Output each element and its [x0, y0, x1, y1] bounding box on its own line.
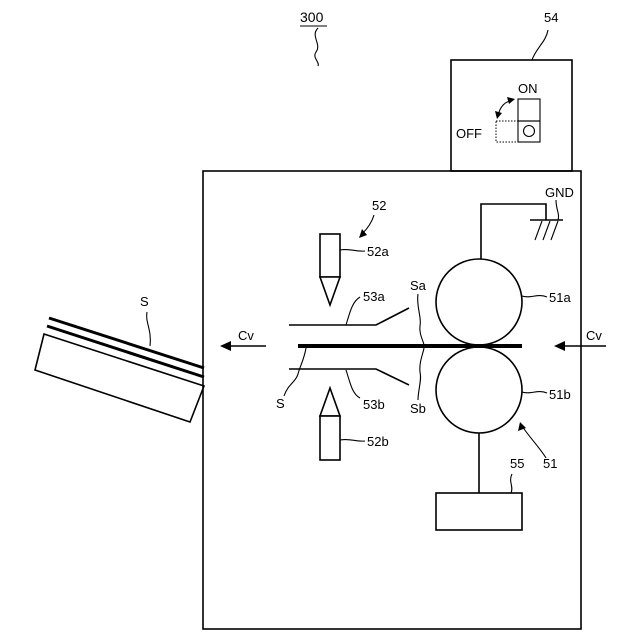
- power-box-label: 55: [510, 456, 524, 471]
- conveyance-left-label: Cv: [238, 328, 254, 343]
- upper-needle-label: 52a: [367, 244, 389, 259]
- sheet-tray-label: S: [140, 294, 149, 309]
- switch-box: [451, 60, 572, 171]
- needle-group-leader: [362, 215, 374, 234]
- lower-guide-label: 53b: [363, 397, 385, 412]
- figure-ref-leader: [315, 28, 318, 66]
- output-tray: [35, 334, 204, 422]
- switch-off-label: OFF: [456, 126, 482, 141]
- surface-b-leader: [418, 348, 424, 400]
- ground-hatch-1: [535, 221, 542, 240]
- roller-group-leader: [522, 426, 546, 458]
- power-box-leader: [511, 474, 512, 493]
- switch-arrow-head-top: [507, 97, 515, 104]
- sheet-inner-leader: [284, 348, 306, 396]
- lower-needle-tip: [320, 388, 340, 416]
- upper-guide-label: 53a: [363, 289, 385, 304]
- lower-needle-body: [320, 416, 340, 460]
- upper-roller-leader: [522, 296, 547, 297]
- lower-guide: [289, 369, 409, 385]
- ground-hatch-2: [543, 221, 550, 240]
- ground-leader: [556, 200, 559, 220]
- roller-group-label: 51: [543, 456, 557, 471]
- conveyance-left-arrow-head: [220, 341, 231, 351]
- upper-needle-tip: [320, 277, 340, 305]
- conveyance-right-arrow-head: [554, 341, 565, 351]
- switch-on-slot: [518, 99, 540, 121]
- lower-roller: [436, 347, 522, 433]
- lower-roller-leader: [522, 392, 547, 393]
- ground-wire: [481, 204, 546, 260]
- conveyance-right-label: Cv: [586, 328, 602, 343]
- ground-hatch-3: [551, 221, 558, 240]
- upper-roller-label: 51a: [549, 290, 571, 305]
- switch-knob-mark: [524, 126, 535, 137]
- surface-b-label: Sb: [410, 401, 426, 416]
- ground-label: GND: [545, 185, 574, 200]
- device-housing: [203, 171, 581, 629]
- surface-a-label: Sa: [410, 278, 427, 293]
- lower-guide-leader: [346, 370, 360, 398]
- upper-roller: [436, 259, 522, 345]
- lower-needle-leader: [340, 439, 365, 441]
- upper-needle-body: [320, 234, 340, 277]
- power-box: [436, 493, 522, 530]
- upper-needle-leader: [340, 249, 365, 251]
- figure-ref-label: 300: [300, 9, 324, 25]
- tray-sheet-2: [47, 326, 204, 377]
- lower-roller-label: 51b: [549, 387, 571, 402]
- switch-ref-label: 54: [544, 10, 558, 25]
- sheet-tray-leader: [147, 312, 151, 346]
- switch-on-label: ON: [518, 81, 538, 96]
- switch-ref-leader: [532, 30, 548, 60]
- switch-knob: [518, 121, 540, 142]
- sheet-inner-label: S: [276, 396, 285, 411]
- lower-needle-label: 52b: [367, 434, 389, 449]
- upper-guide-leader: [346, 297, 360, 325]
- surface-a-leader: [418, 294, 424, 345]
- switch-off-slot: [496, 121, 518, 142]
- switch-arrow-head-bottom: [495, 111, 502, 119]
- needle-group-label: 52: [372, 198, 386, 213]
